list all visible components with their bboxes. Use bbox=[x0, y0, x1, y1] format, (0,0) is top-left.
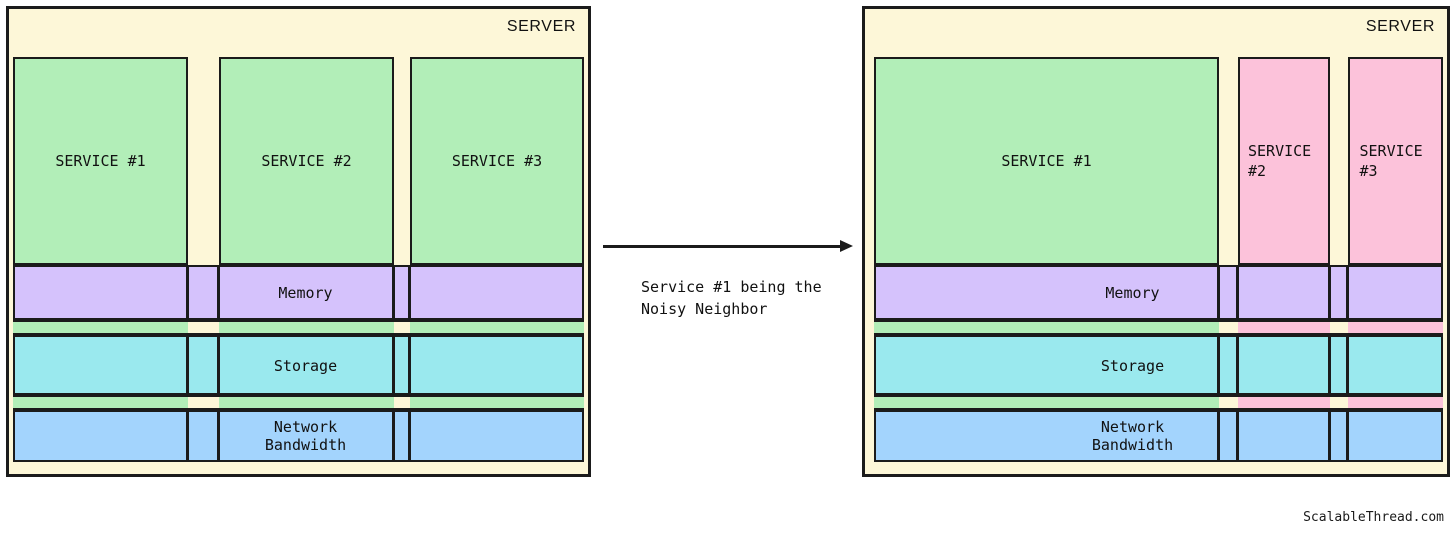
resource-row-after-storage bbox=[874, 335, 1443, 395]
column-separator-before-storage-a bbox=[186, 335, 189, 395]
strip-after-1a bbox=[874, 320, 1219, 335]
column-separator-before-network-b bbox=[217, 410, 220, 462]
watermark: ScalableThread.com bbox=[1303, 510, 1444, 525]
column-separator-after-memory-b bbox=[1236, 265, 1239, 320]
service-label-before-1: SERVICE #1 bbox=[55, 151, 146, 170]
transition-arrow-line bbox=[603, 245, 843, 248]
strip-before-2c bbox=[410, 395, 584, 410]
column-separator-after-network-a bbox=[1217, 410, 1220, 462]
column-separator-before-network-a bbox=[186, 410, 189, 462]
column-separator-after-memory-d bbox=[1346, 265, 1349, 320]
server-label-after: SERVER bbox=[1365, 18, 1435, 35]
column-separator-before-network-c bbox=[392, 410, 395, 462]
column-separator-after-memory-a bbox=[1217, 265, 1220, 320]
column-separator-after-memory-c bbox=[1328, 265, 1331, 320]
resource-row-before-memory bbox=[13, 265, 584, 320]
resource-row-before-storage bbox=[13, 335, 584, 395]
service-block-after-3[interactable]: SERVICE #3 bbox=[1348, 57, 1443, 265]
server-label-before: SERVER bbox=[506, 18, 576, 35]
column-separator-after-network-b bbox=[1236, 410, 1239, 462]
column-separator-before-memory-b bbox=[217, 265, 220, 320]
service-block-after-2[interactable]: SERVICE #2 bbox=[1238, 57, 1330, 265]
column-separator-before-storage-d bbox=[408, 335, 411, 395]
strip-after-2gap-a bbox=[1219, 395, 1238, 410]
column-separator-before-memory-d bbox=[408, 265, 411, 320]
strip-after-2a bbox=[874, 395, 1219, 410]
strip-after-1b bbox=[1238, 320, 1330, 335]
column-separator-after-network-c bbox=[1328, 410, 1331, 462]
strip-before-1b bbox=[219, 320, 394, 335]
service-block-before-1[interactable]: SERVICE #1 bbox=[13, 57, 188, 265]
column-separator-before-memory-c bbox=[392, 265, 395, 320]
service-label-after-2: SERVICE #2 bbox=[1248, 141, 1312, 180]
strip-after-2c bbox=[1348, 395, 1443, 410]
service-label-after-3: SERVICE #3 bbox=[1359, 141, 1423, 180]
strip-before-2gap-b bbox=[394, 395, 410, 410]
strip-before-1gap-a bbox=[188, 320, 219, 335]
service-block-before-3[interactable]: SERVICE #3 bbox=[410, 57, 584, 265]
column-separator-after-storage-d bbox=[1346, 335, 1349, 395]
strip-after-1gap-b bbox=[1330, 320, 1348, 335]
strip-after-1c bbox=[1348, 320, 1443, 335]
strip-before-1a bbox=[13, 320, 188, 335]
service-label-before-3: SERVICE #3 bbox=[451, 151, 543, 170]
service-block-after-1[interactable]: SERVICE #1 bbox=[874, 57, 1219, 265]
resource-row-after-network bbox=[874, 410, 1443, 462]
column-separator-before-storage-c bbox=[392, 335, 395, 395]
strip-before-1c bbox=[410, 320, 584, 335]
strip-after-2b bbox=[1238, 395, 1330, 410]
column-separator-after-storage-c bbox=[1328, 335, 1331, 395]
transition-caption: Service #1 being the Noisy Neighbor bbox=[641, 278, 822, 318]
strip-before-2a bbox=[13, 395, 188, 410]
strip-after-1gap-a bbox=[1219, 320, 1238, 335]
resource-row-after-memory bbox=[874, 265, 1443, 320]
resource-row-before-network bbox=[13, 410, 584, 462]
column-separator-before-network-d bbox=[408, 410, 411, 462]
column-separator-after-storage-a bbox=[1217, 335, 1220, 395]
service-block-before-2[interactable]: SERVICE #2 bbox=[219, 57, 394, 265]
column-separator-before-storage-b bbox=[217, 335, 220, 395]
column-separator-after-network-d bbox=[1346, 410, 1349, 462]
strip-before-2gap-a bbox=[188, 395, 219, 410]
strip-before-1gap-b bbox=[394, 320, 410, 335]
service-label-after-1: SERVICE #1 bbox=[1001, 151, 1092, 170]
strip-before-2b bbox=[219, 395, 394, 410]
right-arrow-icon bbox=[840, 239, 853, 252]
column-separator-after-storage-b bbox=[1236, 335, 1239, 395]
service-label-before-2: SERVICE #2 bbox=[261, 151, 352, 170]
strip-after-2gap-b bbox=[1330, 395, 1348, 410]
column-separator-before-memory-a bbox=[186, 265, 189, 320]
